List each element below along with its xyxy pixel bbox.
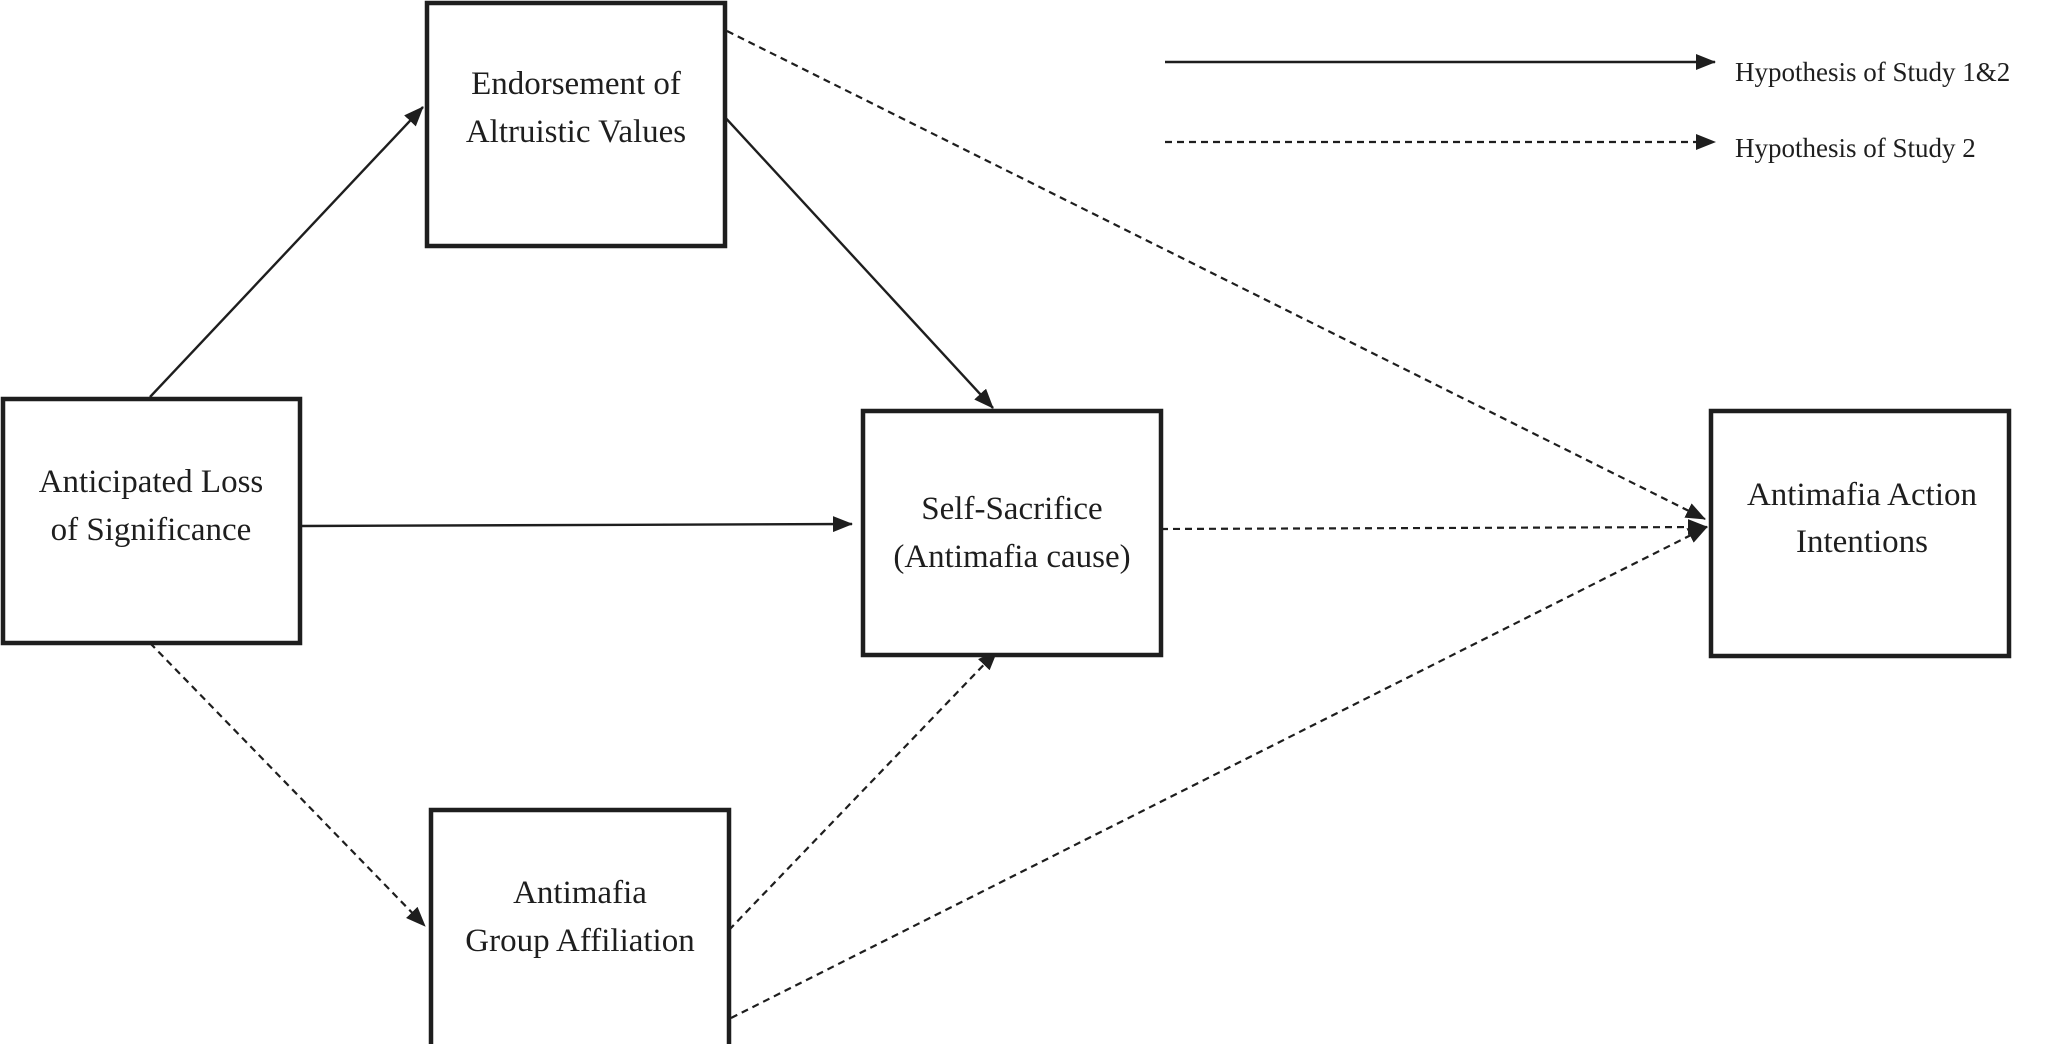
edge-loss-to-affiliation bbox=[149, 642, 426, 927]
node-altruistic-values-line2: Altruistic Values bbox=[466, 114, 686, 150]
legend-dashed-label: Hypothesis of Study 2 bbox=[1735, 133, 1976, 163]
node-group-affiliation-line2: Group Affiliation bbox=[465, 923, 694, 959]
edge-affiliation-to-intentions bbox=[730, 526, 1708, 1019]
node-action-intentions: Antimafia Action Intentions bbox=[1708, 408, 2012, 659]
edge-affiliation-to-sacrifice bbox=[728, 650, 998, 931]
node-group-affiliation-line1: Antimafia bbox=[513, 875, 647, 911]
edges bbox=[149, 30, 1708, 1019]
node-altruistic-values-line1: Endorsement of bbox=[471, 66, 681, 102]
node-anticipated-loss-line1: Anticipated Loss bbox=[39, 464, 264, 500]
legend-solid-label: Hypothesis of Study 1&2 bbox=[1735, 57, 2010, 87]
node-action-intentions-line1: Antimafia Action bbox=[1747, 477, 1977, 513]
node-anticipated-loss-line2: of Significance bbox=[51, 512, 252, 548]
node-action-intentions-line2: Intentions bbox=[1796, 524, 1928, 560]
node-self-sacrifice: Self-Sacrifice (Antimafia cause) bbox=[860, 408, 1164, 658]
edge-loss-to-altruistic bbox=[149, 106, 424, 398]
node-anticipated-loss: Anticipated Loss of Significance bbox=[0, 396, 303, 646]
edge-loss-to-sacrifice bbox=[300, 516, 853, 533]
node-self-sacrifice-line2: (Antimafia cause) bbox=[893, 539, 1130, 575]
edge-altruistic-to-intentions bbox=[726, 30, 1706, 520]
node-altruistic-values: Endorsement of Altruistic Values bbox=[424, 0, 728, 249]
legend: Hypothesis of Study 1&2 Hypothesis of St… bbox=[1165, 54, 2010, 163]
node-self-sacrifice-line1: Self-Sacrifice bbox=[921, 491, 1102, 527]
node-group-affiliation: Antimafia Group Affiliation bbox=[428, 807, 732, 1044]
edge-sacrifice-to-intentions bbox=[1160, 519, 1708, 536]
edge-altruistic-to-sacrifice bbox=[721, 113, 994, 409]
